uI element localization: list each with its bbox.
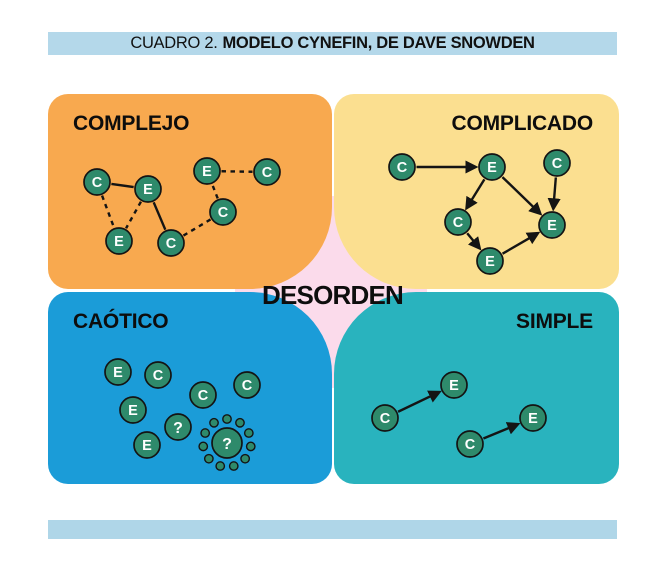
complejo-graph: C E E C C E C <box>83 157 281 257</box>
caotico-graph: E C C C E? E? <box>104 358 261 471</box>
simple-graph: C E C E <box>371 371 547 458</box>
quadrant-simple: C E C E SIMPLE <box>334 292 619 484</box>
quadrant-complejo: C E E C C E C COMPLEJO <box>48 94 332 289</box>
svg-text:C: C <box>552 156 563 172</box>
svg-text:?: ? <box>222 436 232 453</box>
svg-text:E: E <box>113 365 123 381</box>
title-main: MODELO CYNEFIN, DE DAVE SNOWDEN <box>222 34 535 52</box>
svg-text:C: C <box>166 236 177 252</box>
svg-text:E: E <box>142 438 152 454</box>
svg-text:E: E <box>487 160 497 176</box>
title-prefix: CUADRO 2. <box>130 34 218 52</box>
svg-text:C: C <box>262 165 273 181</box>
svg-text:E: E <box>528 411 538 427</box>
svg-text:?: ? <box>173 420 183 437</box>
svg-text:C: C <box>465 437 476 453</box>
title-banner: CUADRO 2. MODELO CYNEFIN, DE DAVE SNOWDE… <box>48 32 617 55</box>
quadrant-label-complicado: COMPLICADO <box>451 112 594 135</box>
svg-text:C: C <box>242 378 253 394</box>
bottom-divider <box>48 520 617 539</box>
svg-text:E: E <box>485 254 495 270</box>
svg-text:E: E <box>547 218 557 234</box>
svg-text:C: C <box>380 411 391 427</box>
svg-text:C: C <box>453 215 464 231</box>
svg-text:C: C <box>198 388 209 404</box>
svg-text:E: E <box>143 182 153 198</box>
quadrant-complicado: C E C C E E COMPLICADO <box>334 94 619 289</box>
quadrant-label-complejo: COMPLEJO <box>73 112 190 135</box>
quadrant-label-caotico: CAÓTICO <box>73 310 169 333</box>
svg-text:E: E <box>449 378 459 394</box>
center-label: DESORDEN <box>262 280 404 310</box>
svg-text:E: E <box>202 164 212 180</box>
svg-text:E: E <box>128 403 138 419</box>
svg-text:E: E <box>114 234 124 250</box>
svg-text:C: C <box>153 368 164 384</box>
svg-text:C: C <box>92 175 103 191</box>
quadrant-label-simple: SIMPLE <box>516 310 593 333</box>
svg-text:C: C <box>397 160 408 176</box>
quadrant-caotico: E C C C E? E? CAÓTICO <box>48 292 332 484</box>
complicado-graph: C E C C E E <box>388 149 571 275</box>
svg-text:C: C <box>218 205 229 221</box>
